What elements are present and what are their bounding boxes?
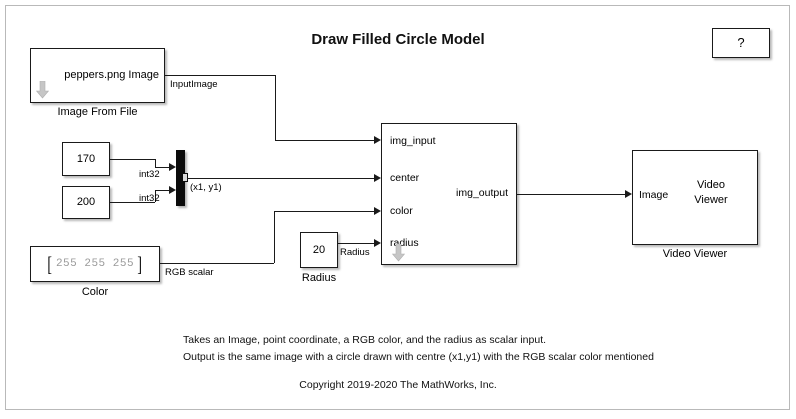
block-constant-170[interactable]: 170 (62, 142, 110, 176)
block-caption-color: Color (81, 286, 109, 298)
help-label: ? (737, 34, 745, 50)
signal-label-center-point: (x1, y1) (190, 182, 222, 193)
arrow-mux-in-2 (169, 185, 176, 194)
wire-200-h1 (110, 202, 155, 203)
port-label-color: color (390, 205, 413, 217)
color-value-expression: [ 255 255 255 ] (47, 251, 143, 276)
arrow-radius (374, 238, 381, 247)
block-radius-constant[interactable]: 20 (300, 232, 338, 268)
page-title: Draw Filled Circle Model (311, 31, 485, 48)
image-from-file-text: peppers.png Image (64, 69, 159, 82)
wire-center-h (187, 178, 374, 179)
wire-color-h2 (274, 211, 374, 212)
signal-label-inputimage: InputImage (170, 79, 218, 90)
block-constant-200[interactable]: 200 (62, 186, 110, 219)
video-viewer-inner-line1: Video (697, 179, 725, 191)
arrow-video-viewer-in (625, 189, 632, 198)
wire-imgoutput-h (517, 194, 625, 195)
help-block[interactable]: ? (712, 28, 770, 58)
wire-200-h2 (155, 190, 170, 191)
mux-output-nub (182, 173, 188, 182)
wire-inputimage-h2 (275, 140, 374, 141)
block-caption-video-viewer: Video Viewer (662, 248, 728, 260)
port-label-center: center (390, 172, 420, 184)
color-rgb-values: 255 255 255 (55, 257, 135, 270)
arrow-mux-in-1 (169, 162, 176, 171)
signal-label-int32-top: int32 (139, 169, 160, 180)
wire-200-v (155, 190, 156, 202)
wire-color-v (274, 211, 275, 263)
arrow-color (374, 206, 381, 215)
wire-170-v (155, 159, 156, 167)
port-label-image: Image (639, 189, 669, 201)
copyright-notice: Copyright 2019-2020 The MathWorks, Inc. (299, 379, 497, 391)
constant-200-value: 200 (76, 196, 96, 209)
block-mux[interactable] (176, 150, 185, 206)
video-viewer-inner-line2: Viewer (694, 194, 728, 206)
constant-170-value: 170 (76, 152, 96, 165)
arrow-center (374, 173, 381, 182)
block-caption-image-from-file: Image From File (57, 106, 138, 118)
description-line-2: Output is the same image with a circle d… (183, 351, 654, 363)
wire-inputimage-v (275, 75, 276, 140)
block-video-viewer[interactable]: Image Video Viewer (632, 150, 758, 245)
block-color[interactable]: [ 255 255 255 ] (30, 246, 160, 282)
signal-label-rgb-scalar: RGB scalar (165, 267, 214, 278)
arrow-img-input (374, 135, 381, 144)
wire-170-h1 (110, 159, 155, 160)
wire-inputimage-h1 (165, 75, 275, 76)
block-image-from-file[interactable]: peppers.png Image (30, 48, 165, 103)
block-caption-radius: Radius (301, 272, 337, 284)
description-line-1: Takes an Image, point coordinate, a RGB … (183, 334, 547, 346)
port-label-img-output: img_output (456, 187, 508, 199)
wire-radius-h (338, 243, 374, 244)
canvas-border (5, 5, 790, 410)
block-draw-filled-circle[interactable]: img_input center color radius img_output (381, 123, 517, 265)
signal-label-radius: Radius (340, 247, 370, 258)
down-arrow-icon (36, 81, 49, 99)
wire-color-h1 (160, 263, 274, 264)
signal-label-int32-bottom: int32 (139, 193, 160, 204)
radius-value: 20 (312, 243, 326, 256)
port-label-img-input: img_input (390, 135, 436, 147)
wire-170-h2 (155, 167, 170, 168)
down-arrow-icon (392, 244, 405, 262)
